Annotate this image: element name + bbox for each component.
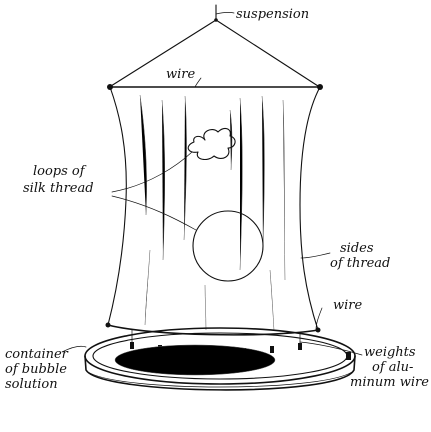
label-sides-line1: sides [340,241,374,256]
label-loops-line2: silk thread [23,181,94,196]
container-clip [346,352,351,360]
leader-wire-top [194,77,202,88]
container-wall [84,355,356,391]
weight [298,343,302,350]
side-thread-right [299,86,321,331]
leader-suspension [215,11,235,15]
label-container-line1: container [5,347,69,362]
label-container-line2: of bubble [5,362,67,377]
bubble-solution-container [84,327,356,391]
leader-loops-lower [111,195,197,231]
solution-ripples [114,344,276,376]
label-weights-line1: weights [364,345,416,360]
side-thread-left [107,86,127,326]
label-loops-line1: loops of [33,164,87,179]
diagram-labels: suspension wire loops of silk thread sid… [5,7,429,392]
suspension-string-right [215,19,319,87]
suspension-string-left [110,19,217,87]
leader-container [61,345,87,353]
irregular-thread-loop [187,127,236,161]
bottom-wire-end-left [105,322,111,328]
label-container-line3: solution [5,377,58,392]
leader-wire-bottom [315,307,323,331]
label-weights-line2: of alu- [372,360,413,375]
circular-thread-loop [192,210,264,282]
silk-thread-loops [187,127,264,282]
label-wire-top: wire [166,67,195,82]
leader-loops-upper [111,151,193,193]
leader-weights [299,341,363,356]
top-wire [107,84,323,90]
label-weights-line3: minum wire [350,375,429,390]
bottom-wire-end-right [315,327,321,333]
label-sides-line2: of thread [330,256,390,271]
label-wire-bottom: wire [333,298,362,313]
leader-sides [300,252,331,259]
weight [130,342,134,349]
suspension-assembly [110,4,319,87]
weight [270,346,274,353]
film-texture [139,94,286,331]
soap-film-sides [107,86,321,331]
leader-lines [61,11,363,356]
label-suspension: suspension [236,7,309,22]
